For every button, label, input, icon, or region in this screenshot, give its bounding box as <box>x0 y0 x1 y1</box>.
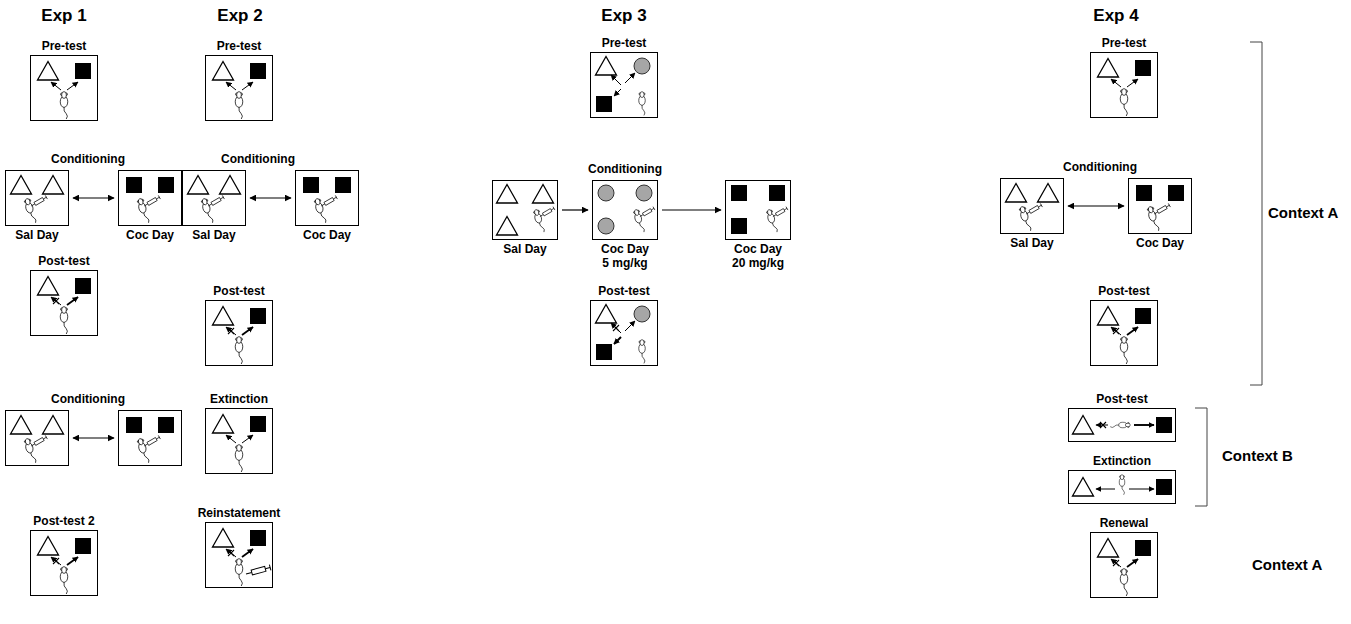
stage-box: Extinction <box>205 408 273 474</box>
stage-label: Post-test <box>38 254 89 268</box>
stage-box: Sal Day <box>5 170 69 226</box>
stage-label: Pre-test <box>42 39 87 53</box>
stage-box: Pre-test <box>1090 52 1158 118</box>
stage-label: Extinction <box>210 392 268 406</box>
box-pictures <box>11 57 1185 597</box>
stage-label: Post-test <box>598 284 649 298</box>
stage-box: Pre-test <box>205 55 273 121</box>
phase-label: Conditioning <box>1063 161 1137 175</box>
stage-label: Sal Day <box>503 242 546 256</box>
stage-box: Sal Day <box>1000 178 1064 234</box>
context-label: Context B <box>1222 447 1293 464</box>
stage-label: Coc Day 20 mg/kg <box>730 242 786 270</box>
stage-label: Coc Day <box>1136 236 1184 250</box>
stage-label: Post-test <box>1098 284 1149 298</box>
stage-box: Post-test <box>590 300 658 366</box>
phase-label: Conditioning <box>51 393 125 407</box>
stage-box: Renewal <box>1090 532 1158 598</box>
stage-box: Coc Day 5 mg/kg <box>592 180 658 240</box>
stage-box: Reinstatement <box>205 522 273 588</box>
stage-box: Post-test <box>1068 408 1176 442</box>
stage-label: Renewal <box>1100 516 1149 530</box>
sequence-arrow <box>250 197 291 198</box>
experiment-title: Exp 4 <box>1093 6 1138 26</box>
sequence-arrow <box>73 197 114 198</box>
stage-box: Coc Day <box>1128 178 1192 234</box>
stage-box: Pre-test <box>30 55 98 121</box>
stage-label: Post-test <box>1096 392 1147 406</box>
stage-label: Sal Day <box>1010 236 1053 250</box>
context-label: Context A <box>1252 556 1322 573</box>
stage-box: Coc Day 20 mg/kg <box>725 180 791 240</box>
stage-label: Pre-test <box>1102 36 1147 50</box>
experiment-title: Exp 3 <box>601 6 646 26</box>
context-label: Context A <box>1268 204 1338 221</box>
stage-label: Post-test <box>213 284 264 298</box>
sequence-arrow <box>1068 205 1124 206</box>
sequence-arrow <box>73 437 114 438</box>
phase-label: Conditioning <box>51 153 125 167</box>
stage-box: Post-test <box>1090 300 1158 366</box>
stage-label: Coc Day <box>303 228 351 242</box>
stage-label: Coc Day <box>126 228 174 242</box>
stage-label: Sal Day <box>192 228 235 242</box>
phase-label: Conditioning <box>588 163 662 177</box>
stage-box: Sal Day <box>182 170 246 226</box>
sequence-arrow <box>562 209 588 210</box>
stage-box: Post-test <box>205 300 273 366</box>
stage-label: Post-test 2 <box>33 514 94 528</box>
stage-box <box>118 410 182 466</box>
stage-box: Coc Day <box>118 170 182 226</box>
stage-box <box>5 410 69 466</box>
stage-label: Sal Day <box>15 228 58 242</box>
stage-box: Post-test <box>30 270 98 336</box>
context-bracket <box>1195 42 1262 506</box>
experiment-title: Exp 1 <box>41 6 86 26</box>
stage-label: Pre-test <box>217 39 262 53</box>
stage-label: Coc Day 5 mg/kg <box>597 242 653 270</box>
sequence-arrow <box>662 209 721 210</box>
stage-label: Reinstatement <box>198 506 281 520</box>
stage-box: Post-test 2 <box>30 530 98 596</box>
stage-label: Extinction <box>1093 454 1151 468</box>
stage-box: Extinction <box>1068 470 1176 504</box>
stage-box: Coc Day <box>295 170 359 226</box>
stage-box: Pre-test <box>590 52 658 118</box>
phase-label: Conditioning <box>221 153 295 167</box>
stage-box: Sal Day <box>492 180 558 240</box>
stage-label: Pre-test <box>602 36 647 50</box>
experiment-title: Exp 2 <box>217 6 262 26</box>
